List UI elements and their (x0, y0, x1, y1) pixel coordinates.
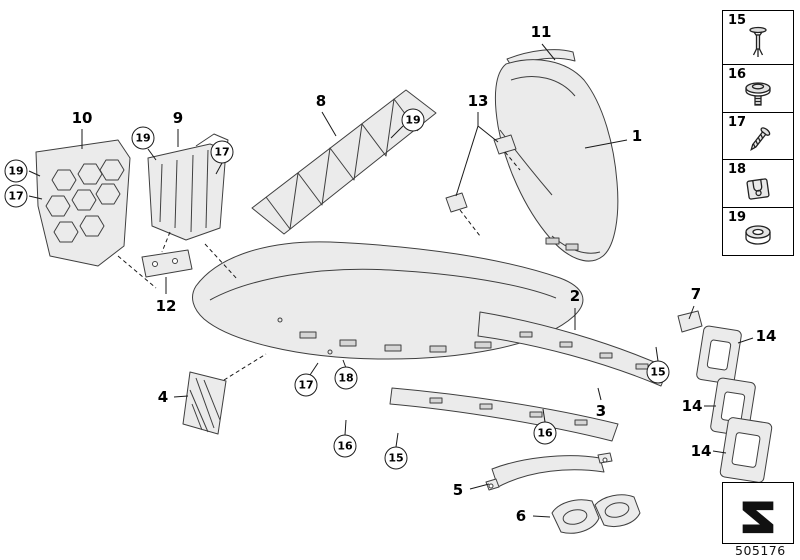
callout-circle-16-b[interactable]: 16 (533, 421, 557, 445)
callout-13[interactable]: 13 (467, 92, 489, 110)
legend-number: 16 (728, 67, 747, 83)
callout-7[interactable]: 7 (690, 285, 702, 303)
part-adapter-plates-14[interactable] (696, 325, 773, 483)
legend-number: 19 (728, 209, 747, 225)
callout-3[interactable]: 3 (595, 402, 607, 420)
callout-circle-19-c[interactable]: 19 (401, 108, 425, 132)
direction-symbol-box (722, 482, 794, 544)
legend-item-19[interactable]: 19 (722, 206, 794, 256)
callout-circle-17-a[interactable]: 17 (4, 184, 28, 208)
part-lower-trim-strip[interactable] (477, 311, 669, 387)
drawing-number: 505176 (735, 543, 786, 558)
direction-arrow-icon (742, 501, 774, 534)
callout-12[interactable]: 12 (155, 297, 177, 315)
expansion-rivet-icon (749, 26, 767, 57)
callout-circle-19-a[interactable]: 19 (4, 159, 28, 183)
leader-lines (28, 43, 754, 518)
flange-screw-icon (745, 82, 771, 106)
callout-circle-17-c[interactable]: 17 (294, 373, 318, 397)
callout-circle-19-b[interactable]: 19 (131, 126, 155, 150)
legend-item-15[interactable]: 15 (722, 10, 794, 66)
legend-number: 17 (728, 114, 747, 130)
part-cover-12[interactable] (141, 249, 193, 278)
callout-14a[interactable]: 14 (755, 327, 777, 345)
callout-6[interactable]: 6 (515, 507, 527, 525)
callout-circle-17-b[interactable]: 17 (210, 140, 234, 164)
part-exhaust-finisher-6[interactable] (551, 494, 641, 534)
callout-14b[interactable]: 14 (681, 397, 703, 415)
part-side-bracket-left[interactable] (35, 139, 131, 267)
body-clip-icon (746, 178, 770, 200)
legend-number: 18 (728, 162, 747, 178)
grommet-nut-icon (745, 225, 771, 245)
callout-circle-15-b[interactable]: 15 (646, 360, 670, 384)
callout-11[interactable]: 11 (530, 23, 552, 41)
callout-1[interactable]: 1 (631, 127, 643, 145)
callout-2[interactable]: 2 (569, 287, 581, 305)
callout-circle-18[interactable]: 18 (334, 366, 358, 390)
tapping-screw-icon (750, 127, 771, 152)
callout-14c[interactable]: 14 (690, 442, 712, 460)
part-grille-4[interactable] (182, 371, 227, 435)
legend-item-16[interactable]: 16 (722, 64, 794, 114)
legend-item-18[interactable]: 18 (722, 159, 794, 209)
part-diffuser-strip[interactable] (389, 387, 619, 442)
callout-5[interactable]: 5 (452, 481, 464, 499)
callout-circle-16-a[interactable]: 16 (333, 434, 357, 458)
callout-9[interactable]: 9 (172, 109, 184, 127)
callout-4[interactable]: 4 (157, 388, 169, 406)
part-pdc-holder-13[interactable] (445, 134, 517, 213)
callout-8[interactable]: 8 (315, 92, 327, 110)
part-bracket-5[interactable] (485, 452, 613, 491)
part-clip-7[interactable] (677, 310, 703, 333)
dashed-reference-lines (117, 151, 521, 381)
part-rear-bumper-cover[interactable] (494, 59, 619, 262)
legend-number: 15 (728, 13, 747, 28)
part-side-bracket-right[interactable] (147, 133, 229, 241)
callout-10[interactable]: 10 (71, 109, 93, 127)
fastener-legend: 15 16 17 (722, 10, 794, 256)
legend-item-17[interactable]: 17 (722, 111, 794, 161)
callout-circle-15-a[interactable]: 15 (384, 446, 408, 470)
part-impact-absorber[interactable] (251, 89, 437, 235)
